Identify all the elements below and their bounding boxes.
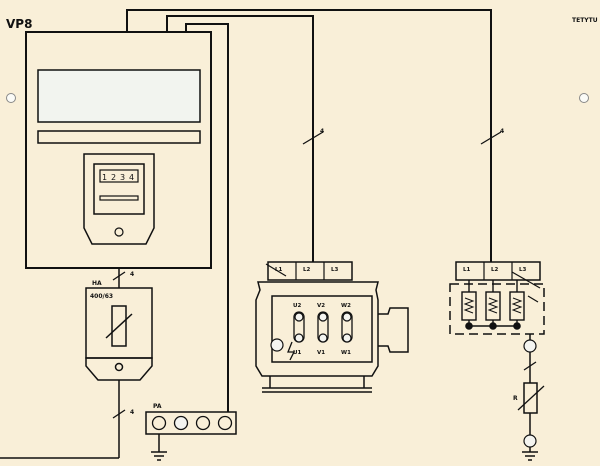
heater-node bbox=[465, 322, 473, 330]
meter-digit: 1 bbox=[102, 173, 107, 182]
corner-mark: TETYTU bbox=[572, 17, 598, 24]
meter-digit: 3 bbox=[120, 173, 125, 182]
wire-slash bbox=[480, 131, 502, 145]
heater-enclosure bbox=[449, 283, 545, 335]
resistor-terminal bbox=[523, 434, 537, 448]
breaker-element-hatch bbox=[105, 313, 133, 339]
motor-terminal-label: U1 bbox=[293, 350, 301, 356]
socket-hole bbox=[195, 415, 211, 431]
motor-ground-terminal bbox=[270, 338, 284, 352]
wire-count: 4 bbox=[130, 409, 134, 416]
panel-title: VP8 bbox=[6, 17, 32, 31]
motor-terminal-box bbox=[267, 261, 353, 281]
meter-window bbox=[93, 163, 145, 215]
resistor-tag: R bbox=[513, 395, 518, 402]
wire-slash bbox=[112, 409, 126, 419]
terminal-dot bbox=[318, 312, 328, 322]
breaker-element bbox=[111, 305, 127, 347]
heater-sensor bbox=[527, 295, 539, 303]
heater-node bbox=[489, 322, 497, 330]
breaker-tag: HA bbox=[92, 280, 102, 287]
heater-coil bbox=[511, 297, 523, 314]
heater-coil bbox=[487, 297, 499, 314]
terminal-dot bbox=[294, 333, 304, 343]
heater-line-label: L2 bbox=[491, 267, 499, 273]
wire-slash bbox=[302, 131, 324, 145]
resistor-arrow bbox=[517, 385, 545, 411]
motor-lightning-icon bbox=[287, 341, 296, 361]
wire-heater-feed bbox=[166, 15, 314, 262]
terminal-dot bbox=[342, 312, 352, 322]
motor-line-label: L1 bbox=[275, 267, 283, 273]
heater-node bbox=[513, 322, 521, 330]
wire-count: 4 bbox=[500, 128, 504, 135]
wire-motor-feed bbox=[126, 9, 492, 262]
meter-screw bbox=[114, 227, 124, 237]
heater-box-arrow bbox=[511, 271, 541, 289]
wire-count: 4 bbox=[130, 271, 134, 278]
motor-line-label: L2 bbox=[303, 267, 311, 273]
terminal-dot bbox=[342, 333, 352, 343]
energy-meter bbox=[83, 153, 155, 245]
heater-line-label: L3 bbox=[519, 267, 527, 273]
wire-slash bbox=[112, 271, 126, 281]
wire-socket-feed bbox=[185, 23, 229, 412]
socket-hole bbox=[217, 415, 233, 431]
heater-terminal-box bbox=[455, 261, 541, 281]
terminal-dot bbox=[294, 312, 304, 322]
meter-digit: 2 bbox=[111, 173, 116, 182]
motor-line-label: L3 bbox=[331, 267, 339, 273]
mount-hole-left bbox=[6, 93, 16, 103]
motor-terminal-label: V1 bbox=[317, 350, 325, 356]
motor-terminal-label: U2 bbox=[293, 303, 301, 309]
motor-terminal-plate bbox=[271, 295, 373, 363]
terminal-dot bbox=[318, 333, 328, 343]
breaker-indicator bbox=[114, 362, 124, 372]
motor-box-arrow bbox=[265, 263, 287, 277]
motor-terminal-label: V2 bbox=[317, 303, 325, 309]
motor-terminal-label: W2 bbox=[341, 303, 351, 309]
panel-display bbox=[37, 69, 201, 123]
breaker-rating: 400/63 bbox=[90, 293, 113, 300]
socket-hole bbox=[151, 415, 167, 431]
motor-shaft-flange bbox=[378, 307, 409, 353]
mount-hole-right bbox=[579, 93, 589, 103]
heater-coil bbox=[463, 297, 475, 314]
motor-housing bbox=[255, 281, 379, 377]
socket-tag: PA bbox=[153, 403, 162, 410]
meter-digit: 4 bbox=[129, 173, 134, 182]
heater-line-label: L1 bbox=[463, 267, 471, 273]
meter-register bbox=[99, 169, 139, 183]
wire-slash bbox=[523, 361, 537, 371]
socket-strip bbox=[145, 411, 237, 435]
meter-slot bbox=[99, 195, 139, 201]
motor-terminal-label: W1 bbox=[341, 350, 351, 356]
resistor-terminal bbox=[523, 339, 537, 353]
socket-hole bbox=[173, 415, 189, 431]
wire-count: 4 bbox=[320, 128, 324, 135]
control-panel bbox=[25, 31, 212, 269]
breaker-bottom bbox=[85, 357, 153, 381]
panel-strip bbox=[37, 130, 201, 144]
